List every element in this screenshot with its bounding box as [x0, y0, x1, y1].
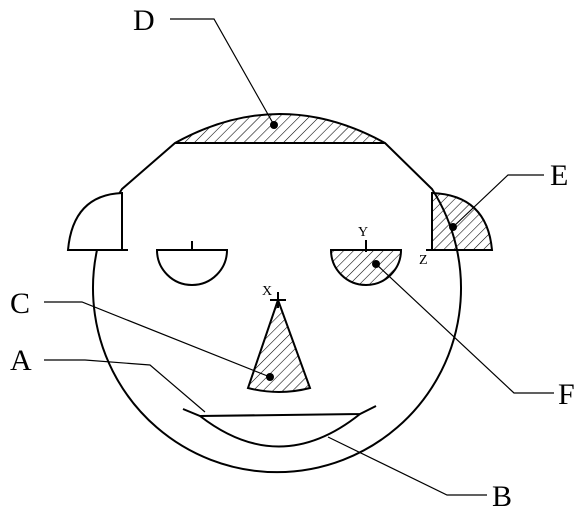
region-d-cap [174, 113, 386, 144]
mouth-lower-curve-b [199, 413, 361, 448]
label-z: Z [419, 253, 428, 268]
head-outline [92, 142, 462, 474]
label-y: Y [358, 225, 368, 240]
left-eye [155, 249, 229, 286]
label-a: A [10, 344, 32, 377]
label-f: F [558, 378, 575, 411]
label-d: D [133, 4, 155, 37]
left-ear [66, 191, 123, 251]
leader-d [170, 18, 275, 126]
leader-a [44, 359, 206, 413]
mouth-upper-line-a [182, 405, 377, 418]
region-c-nose [246, 296, 312, 393]
leader-b [327, 436, 487, 496]
label-e: E [550, 159, 568, 192]
label-x: X [262, 284, 272, 299]
leader-c [44, 301, 271, 378]
label-c: C [10, 287, 30, 320]
region-e-ear [431, 191, 494, 251]
leader-f [375, 263, 554, 394]
leader-e [452, 174, 544, 228]
label-b: B [492, 480, 512, 513]
region-f-eye [329, 249, 403, 286]
